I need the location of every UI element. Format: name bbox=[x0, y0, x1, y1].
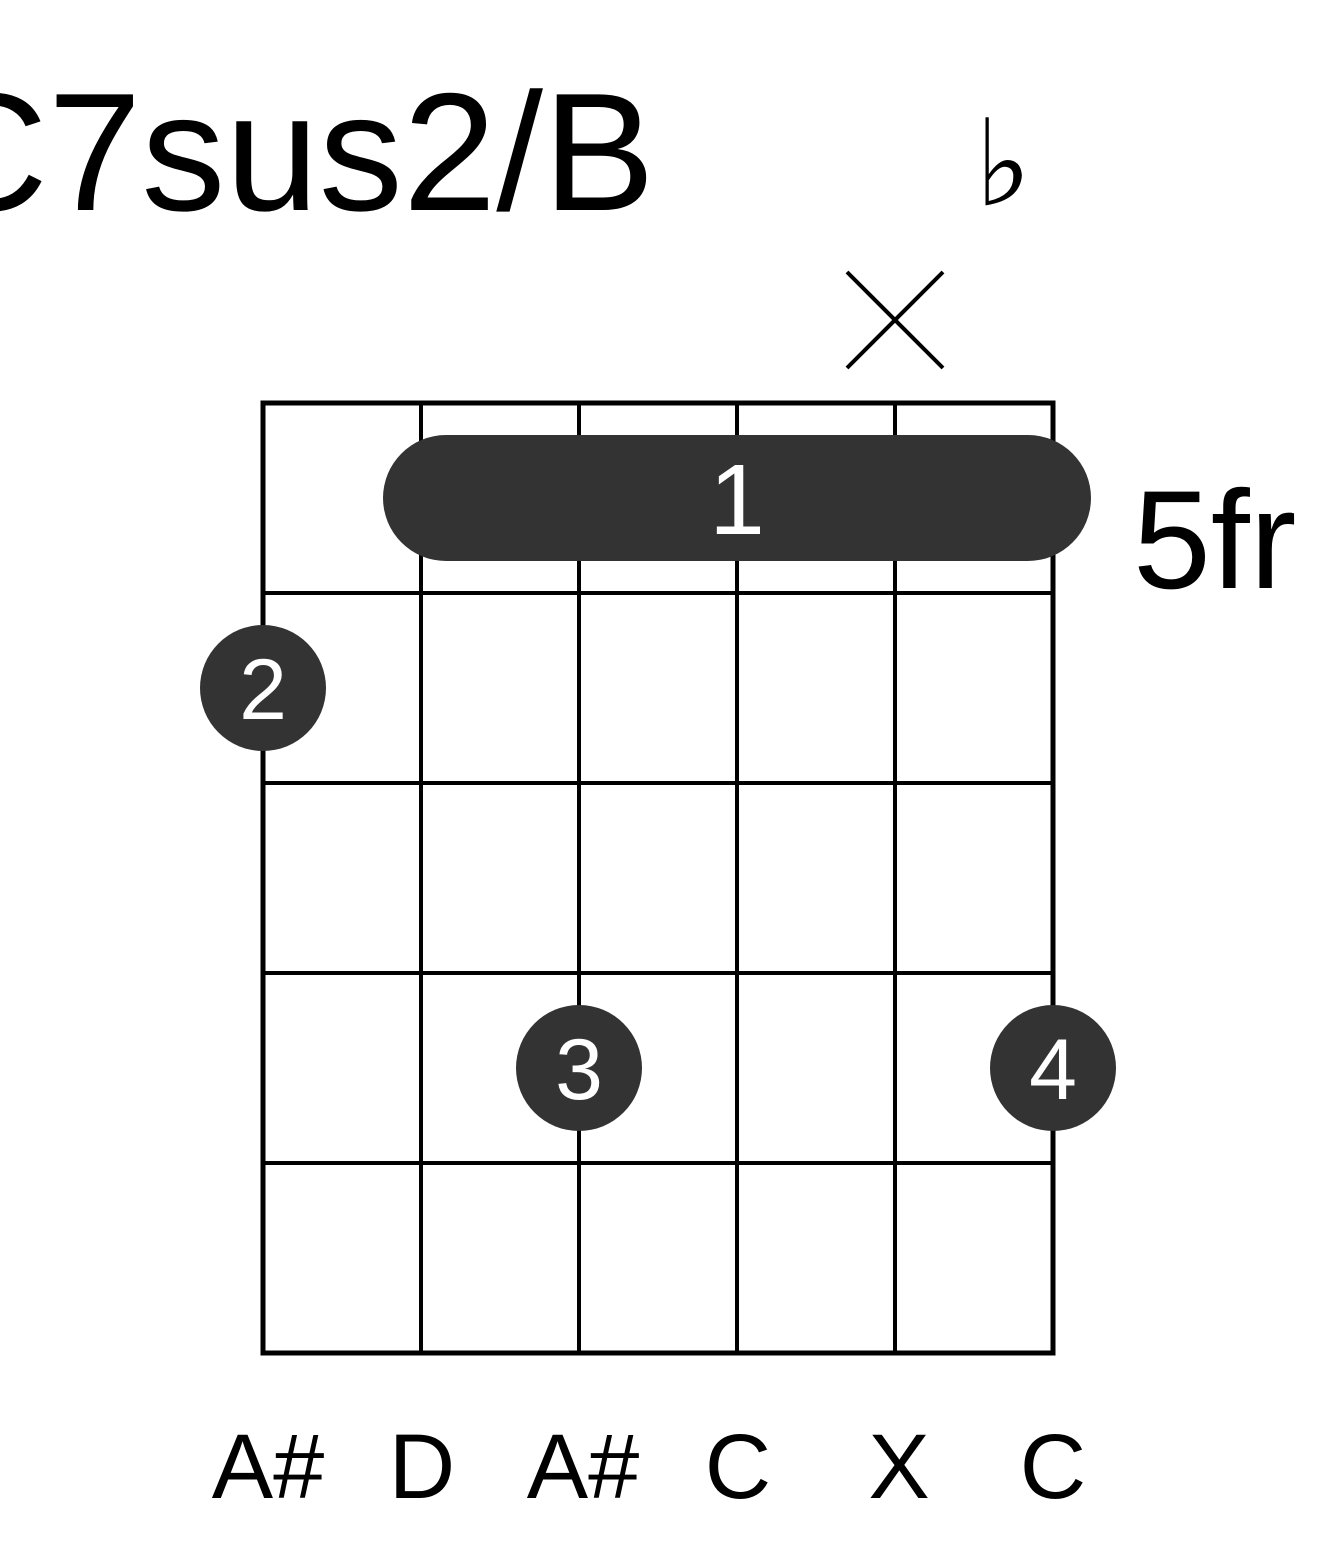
finger-dot-circle bbox=[200, 625, 326, 751]
chord-title-flat: ♭ bbox=[975, 95, 1032, 234]
note-label-string-4: C bbox=[705, 1416, 771, 1518]
barre-group: 1 bbox=[383, 435, 1091, 561]
chord-title: C7sus2/B bbox=[0, 58, 655, 246]
finger-dot-3: 3 bbox=[516, 1005, 642, 1131]
fretboard-outline bbox=[260, 400, 1056, 1356]
note-label-string-3: A# bbox=[527, 1416, 640, 1518]
barre-finger-label: 1 bbox=[709, 444, 765, 556]
barre-finger-1: 1 bbox=[383, 435, 1091, 561]
finger-dot-4: 4 bbox=[990, 1005, 1116, 1131]
finger-dot-circle bbox=[516, 1005, 642, 1131]
note-label-string-5: X bbox=[868, 1416, 929, 1518]
mute-x-stroke-b bbox=[845, 270, 945, 370]
finger-dot-circle bbox=[990, 1005, 1116, 1131]
finger-dots: 2 3 4 bbox=[200, 625, 1116, 1131]
note-label-string-6: C bbox=[1020, 1416, 1086, 1518]
finger-dot-label: 3 bbox=[555, 1022, 603, 1118]
note-label-string-2: D bbox=[389, 1416, 455, 1518]
fretboard-grid bbox=[260, 400, 1056, 1356]
note-label-string-1: A# bbox=[212, 1416, 325, 1518]
finger-dot-label: 4 bbox=[1029, 1022, 1077, 1118]
chord-title-root: C7sus2/B bbox=[0, 58, 655, 246]
finger-dot-2: 2 bbox=[200, 625, 326, 751]
mute-markers bbox=[845, 270, 945, 370]
barre-bar bbox=[383, 435, 1091, 561]
fret-position-label: 5fr bbox=[1133, 461, 1296, 618]
mute-marker-string-5 bbox=[845, 270, 945, 370]
finger-dot-label: 2 bbox=[239, 642, 287, 738]
